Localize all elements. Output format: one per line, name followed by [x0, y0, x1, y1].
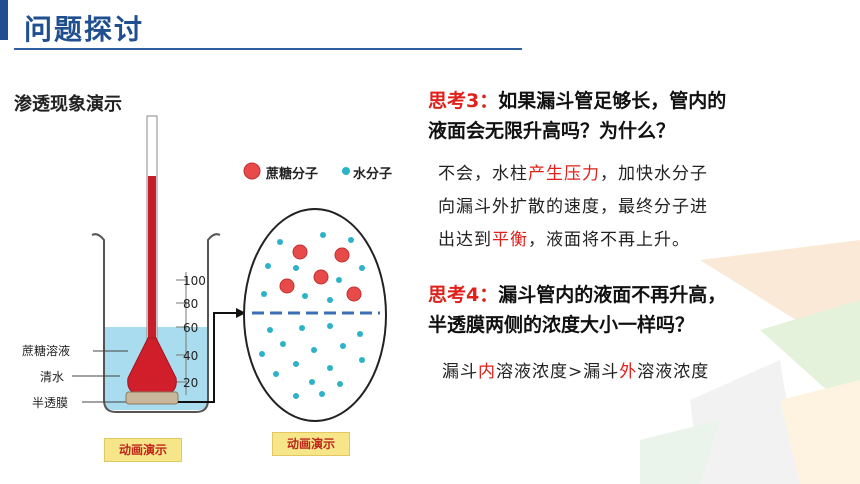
beaker-outline	[91, 233, 221, 413]
question-4-label: 思考4：	[428, 284, 499, 306]
page-title: 问题探讨	[24, 13, 145, 46]
question-4-line1: 漏斗管内的液面不再升高，	[498, 284, 727, 306]
label-membrane: 半透膜	[32, 396, 69, 410]
label-water: 清水	[40, 370, 65, 384]
answer-3-text: 不会，水柱	[438, 164, 528, 184]
legend-sucrose-marker	[243, 162, 261, 180]
corner-bar	[0, 0, 8, 40]
title-underline	[14, 48, 522, 50]
answer-3-text: 出达到	[438, 230, 492, 250]
scale-tick: 60	[183, 321, 199, 335]
answer-4: 漏斗内溶液浓度>漏斗外溶液浓度	[442, 356, 709, 389]
zoom-ellipse	[243, 208, 387, 422]
question-3-line2: 液面会无限升高吗？为什么？	[428, 120, 676, 142]
answer-3-text: ，液面将不再上升。	[528, 230, 690, 250]
question-3: 思考3：如果漏斗管足够长，管内的 液面会无限升高吗？为什么？	[428, 86, 726, 146]
animation-button-right[interactable]: 动画演示	[272, 432, 350, 456]
legend-water-marker	[342, 167, 350, 175]
legend-sucrose-label: 蔗糖分子	[266, 167, 319, 182]
question-4: 思考4：漏斗管内的液面不再升高， 半透膜两侧的浓度大小一样吗？	[428, 280, 726, 340]
answer-3-line2: 向漏斗外扩散的速度，最终分子进	[438, 197, 708, 217]
animation-button-left[interactable]: 动画演示	[104, 438, 182, 462]
scale-tick: 20	[183, 376, 199, 390]
answer-4-text: 溶液浓度>漏斗	[496, 362, 620, 382]
scale-tick: 80	[183, 297, 199, 311]
funnel-liquid-column	[148, 176, 156, 341]
scale-tick: 100	[183, 274, 206, 288]
question-4-line2: 半透膜两侧的浓度大小一样吗？	[428, 314, 695, 336]
answer-3-highlight: 平衡	[492, 230, 528, 250]
scale-tick: 40	[183, 349, 199, 363]
answer-4-highlight: 外	[619, 362, 638, 382]
answer-3-highlight: 产生压力	[528, 164, 600, 184]
question-3-line1: 如果漏斗管足够长，管内的	[498, 90, 727, 112]
semipermeable-membrane	[125, 391, 179, 405]
label-sucrose-solution: 蔗糖溶液	[22, 344, 71, 358]
answer-4-text: 漏斗	[442, 362, 478, 382]
answer-3-text: ，加快水分子	[600, 164, 708, 184]
answer-4-text: 溶液浓度	[637, 362, 710, 382]
legend-water-label: 水分子	[353, 167, 393, 182]
demo-subtitle: 渗透现象演示	[14, 94, 122, 115]
answer-3: 不会，水柱产生压力，加快水分子 向漏斗外扩散的速度，最终分子进 出达到平衡，液面…	[438, 158, 708, 257]
question-3-label: 思考3：	[428, 90, 499, 112]
answer-4-highlight: 内	[478, 362, 496, 382]
